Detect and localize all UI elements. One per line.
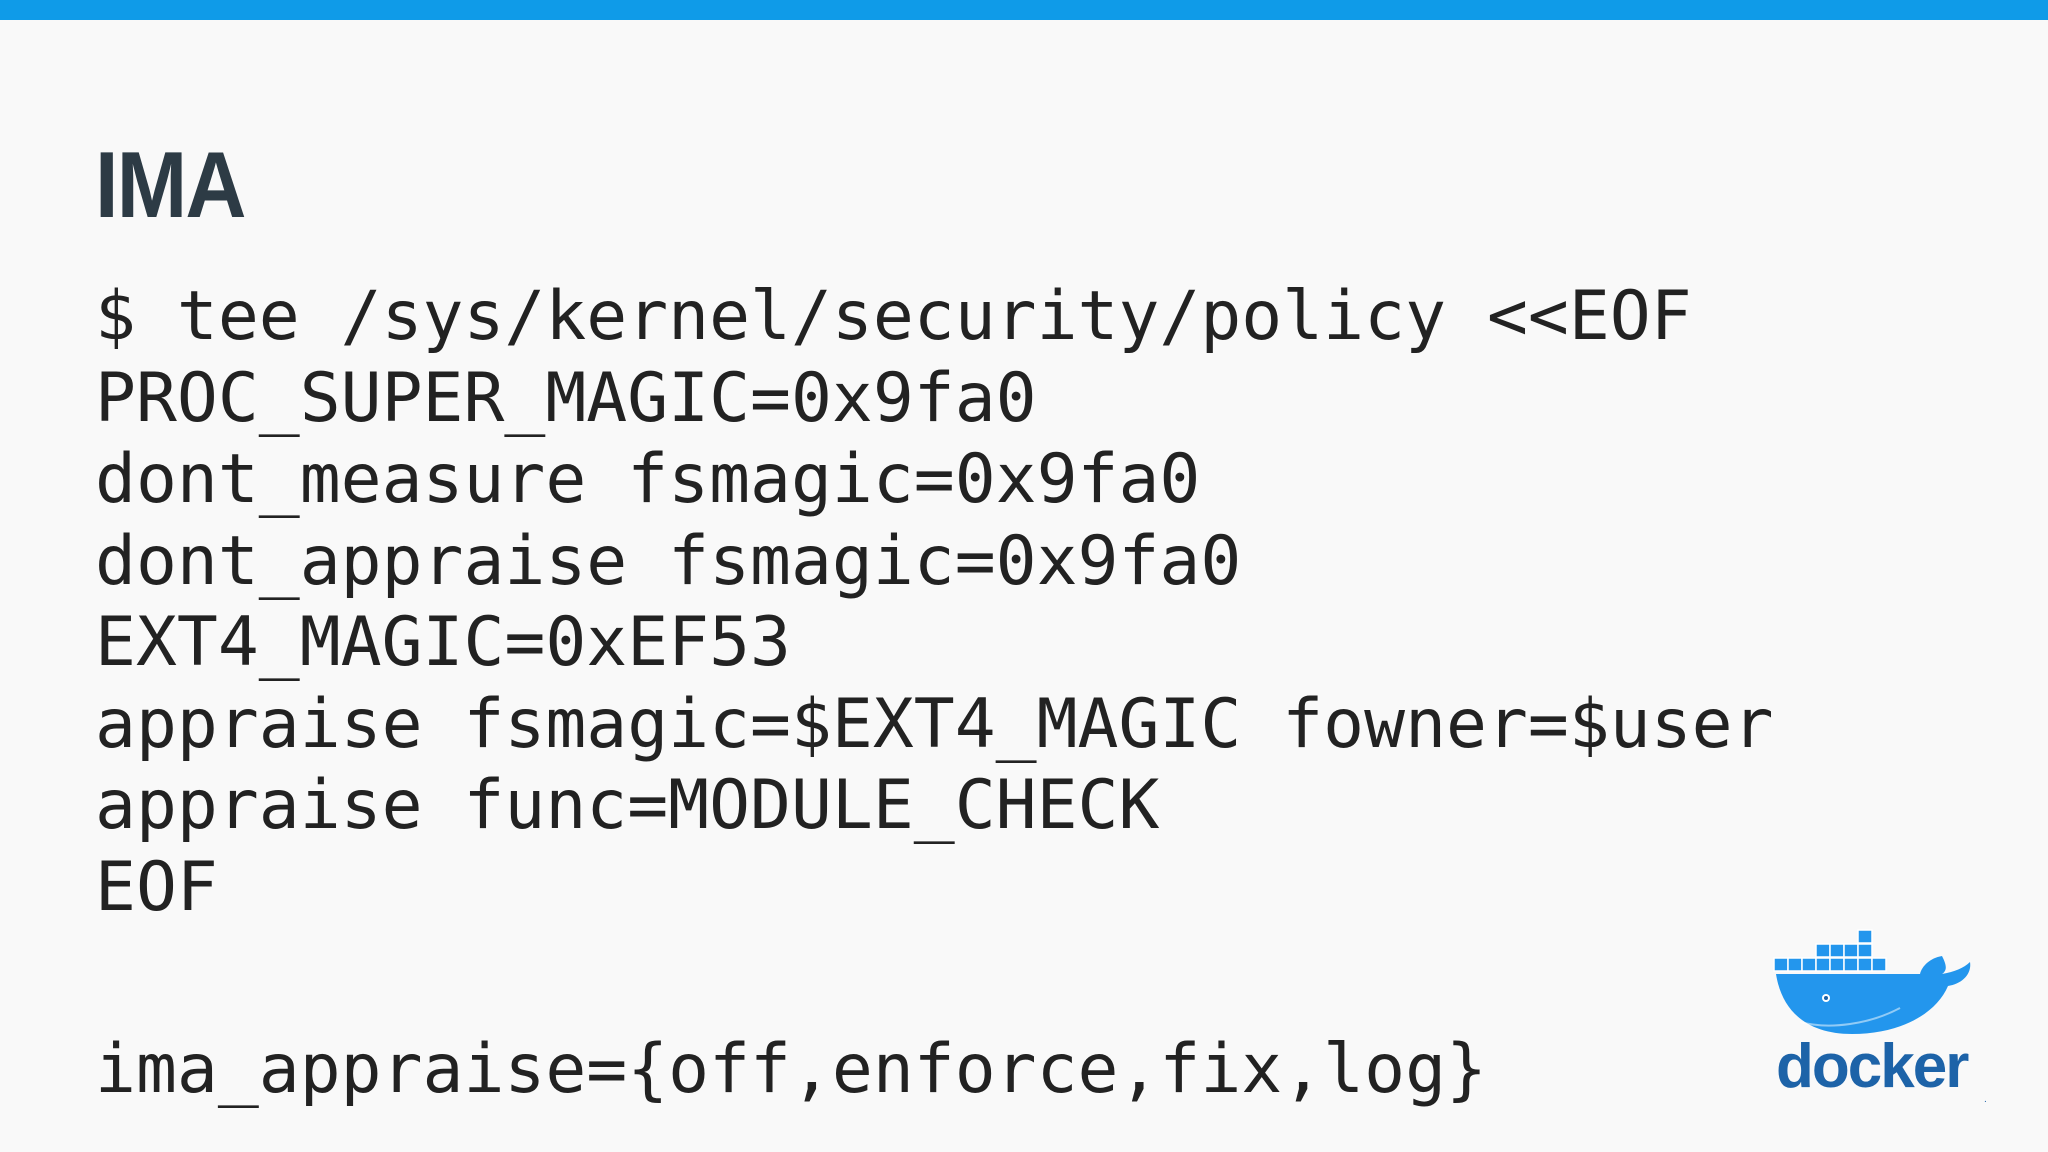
code-line-7: appraise func=MODULE_CHECK <box>95 766 1160 845</box>
code-line-1: $ tee /sys/kernel/security/policy <<EOF <box>95 277 1692 356</box>
code-line-5: EXT4_MAGIC=0xEF53 <box>95 603 791 682</box>
docker-whale-icon <box>1773 929 1971 1034</box>
code-line-6: appraise fsmagic=$EXT4_MAGIC fowner=$use… <box>95 684 1774 764</box>
code-line-2: PROC_SUPER_MAGIC=0x9fa0 <box>95 358 1037 438</box>
code-line-3: dont_measure fsmagic=0x9fa0 <box>95 440 1201 519</box>
code-line-9: ima_appraise={off,enforce,fix,log} <box>95 1030 1487 1109</box>
registered-mark: . <box>1984 1094 1987 1105</box>
code-line-8: EOF <box>95 847 218 927</box>
slide-title: IMA <box>95 132 246 237</box>
docker-logo: docker . <box>1770 922 2000 1112</box>
docker-wordmark: docker <box>1776 1032 1969 1101</box>
top-accent-bar <box>0 0 2048 20</box>
code-block: $ tee /sys/kernel/security/policy <<EOF … <box>95 276 1955 1111</box>
code-line-4: dont_appraise fsmagic=0x9fa0 <box>95 521 1242 601</box>
code-line-blank <box>95 928 1955 1029</box>
